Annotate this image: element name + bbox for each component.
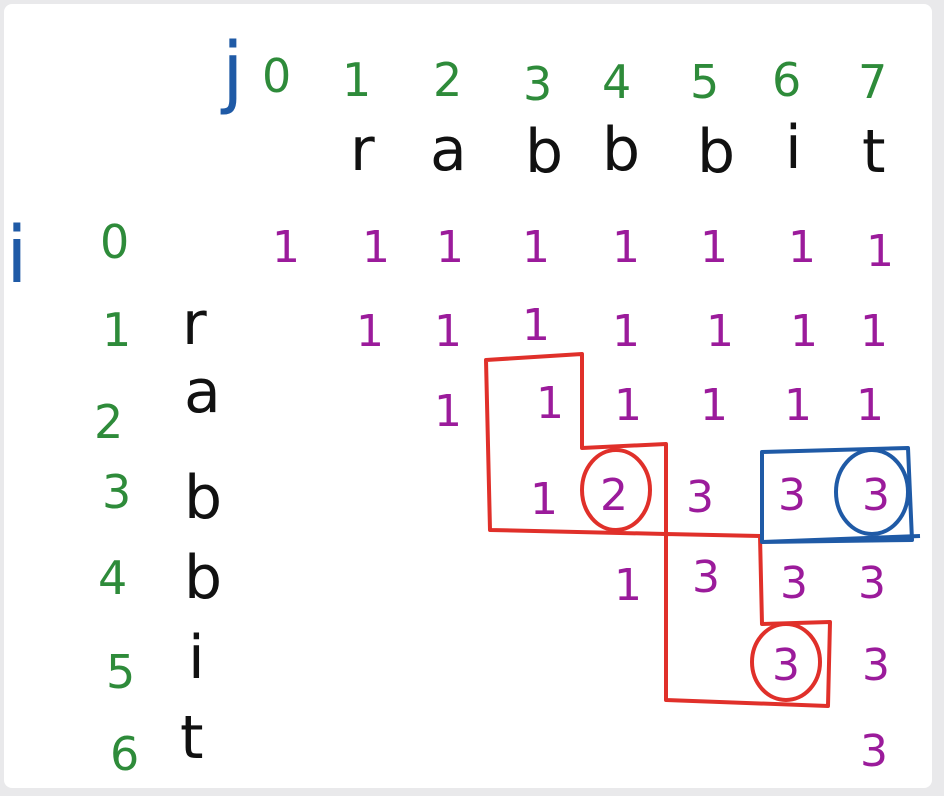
t-letter: a [430,115,467,185]
dp-cell: 1 [612,306,640,357]
dp-cell: 3 [686,472,714,523]
dp-cell: 1 [530,474,558,525]
dp-cell: 1 [700,380,728,431]
dp-cell: 3 [778,470,806,521]
dp-cell: 1 [612,222,640,273]
i-index: 0 [100,215,129,269]
j-index: 2 [433,53,462,107]
red-staircase-outline [484,352,668,536]
i-index: 4 [98,551,127,605]
j-index: 5 [690,55,719,109]
i-index: 5 [106,645,135,699]
dp-cell: 1 [700,222,728,273]
dp-cell: 1 [522,222,550,273]
blue-circle-highlight [834,448,910,536]
i-index: 2 [94,395,123,449]
i-index: 1 [102,303,131,357]
t-letter: b [697,117,735,187]
label-i: i [6,211,28,301]
j-index: 4 [602,55,631,109]
j-index: 1 [342,53,371,107]
dp-cell: 1 [856,380,884,431]
dp-cell: 1 [866,226,894,277]
i-index: 3 [102,465,131,519]
dp-cell: 1 [522,300,550,351]
t-letter: t [862,117,886,187]
s-letter: b [184,543,222,613]
dp-cell: 2 [600,470,628,521]
dp-cell: 1 [706,306,734,357]
dp-cell: 1 [614,380,642,431]
red-circle-highlight [580,448,652,532]
t-letter: r [350,115,375,185]
dp-cell: 1 [536,378,564,429]
t-letter: i [785,113,802,183]
dp-cell: 1 [788,222,816,273]
dp-cell: 1 [356,306,384,357]
dp-cell: 3 [860,726,888,777]
j-index: 7 [858,55,887,109]
s-letter: t [180,703,204,773]
dp-cell: 1 [272,222,300,273]
dp-cell: 3 [780,558,808,609]
j-index: 0 [262,49,291,103]
label-j: j [220,27,244,117]
dp-cell: 3 [862,470,890,521]
dp-cell: 1 [436,222,464,273]
dp-cell: 3 [772,640,800,691]
dp-cell: 1 [790,306,818,357]
t-letter: b [602,115,640,185]
card-background [4,4,932,788]
dp-cell: 1 [614,560,642,611]
s-letter: a [184,357,221,427]
dp-cell: 1 [434,386,462,437]
dp-cell: 1 [434,306,462,357]
red-circle-highlight [750,622,822,702]
dp-cell: 1 [860,306,888,357]
dp-cell: 3 [692,552,720,603]
dp-cell: 1 [362,222,390,273]
dp-cell: 3 [862,640,890,691]
dp-cell: 1 [784,380,812,431]
s-letter: b [184,463,222,533]
dp-cell: 3 [858,558,886,609]
s-letter: i [188,623,205,693]
s-letter: r [182,289,207,359]
t-letter: b [525,117,563,187]
j-index: 3 [523,57,552,111]
i-index: 6 [110,727,139,781]
j-index: 6 [772,53,801,107]
blue-box-outline [760,446,921,544]
